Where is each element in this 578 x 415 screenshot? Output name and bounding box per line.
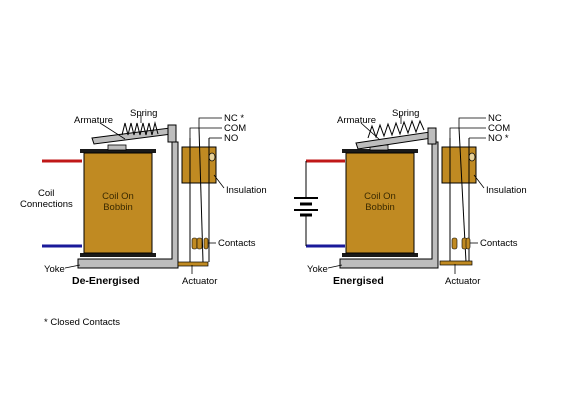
bobbin-bottom-plate <box>80 253 156 257</box>
label-nc: NC * <box>224 113 244 124</box>
leader-nc <box>458 117 486 128</box>
coil-on-bobbin <box>345 152 415 254</box>
bobbin-top-plate <box>342 149 418 153</box>
contact-point-nc <box>191 237 198 250</box>
leader-yoke <box>64 264 81 269</box>
armature <box>91 127 173 145</box>
label-nc: NC <box>488 113 502 124</box>
contact-point-no <box>203 237 209 250</box>
label-armature: Armature <box>74 115 113 126</box>
coil-label-line1: Coil On <box>102 191 134 202</box>
spring <box>121 121 159 136</box>
label-insulation: Insulation <box>226 185 267 196</box>
bobbin-bottom-plate <box>342 253 418 257</box>
label-no: NO <box>224 133 238 144</box>
coil-label-line2: Bobbin <box>103 202 133 213</box>
label-no: NO * <box>488 133 509 144</box>
insulation-block <box>181 146 217 184</box>
label-coil-connections-line2: Connections <box>20 199 73 210</box>
leader-armature <box>360 122 381 141</box>
coil-on-bobbin <box>83 152 153 254</box>
leader-com <box>189 127 222 138</box>
coil-label-line2: Bobbin <box>365 202 395 213</box>
label-spring: Spring <box>392 108 419 119</box>
label-yoke: Yoke <box>307 264 328 275</box>
label-contacts: Contacts <box>480 238 518 249</box>
label-actuator: Actuator <box>445 276 480 287</box>
caption-energised: Energised <box>333 275 384 287</box>
label-com: COM <box>488 123 510 134</box>
leader-nc <box>198 117 222 128</box>
caption-de-energised: De-Energised <box>72 275 140 287</box>
label-actuator: Actuator <box>182 276 217 287</box>
actuator <box>439 260 473 266</box>
actuator <box>177 261 209 267</box>
armature-hinge <box>427 127 437 145</box>
label-com: COM <box>224 123 246 134</box>
armature <box>355 131 433 150</box>
leader-armature <box>99 122 126 140</box>
label-insulation: Insulation <box>486 185 527 196</box>
label-spring: Spring <box>130 108 157 119</box>
leader-insulation <box>473 174 485 189</box>
leader-insulation <box>213 174 225 189</box>
relay-energised: Coil On Bobbin Armature Spri <box>294 108 527 287</box>
bobbin-top-plate <box>80 149 156 153</box>
contact-point-no <box>465 237 471 250</box>
armature-hinge <box>167 124 177 143</box>
contact-spring-com <box>198 127 204 263</box>
yoke <box>77 141 179 269</box>
footnote-closed-contacts: * Closed Contacts <box>44 317 120 328</box>
leader-com <box>449 127 486 138</box>
yoke <box>339 141 439 269</box>
insulation-screw <box>208 152 216 162</box>
core-pole <box>107 144 127 151</box>
label-contacts: Contacts <box>218 238 256 249</box>
label-armature: Armature <box>337 115 376 126</box>
contact-point-com <box>196 237 203 250</box>
relay-de-energised: Coil On Bobbin Armature Spri <box>20 108 267 287</box>
leader-yoke <box>327 264 343 269</box>
label-yoke: Yoke <box>44 264 65 275</box>
insulation-screw <box>468 152 476 162</box>
contact-point-nc <box>451 237 458 250</box>
coil-label-line1: Coil On <box>364 191 396 202</box>
label-coil-connections-line1: Coil <box>38 188 54 199</box>
insulation-block <box>441 146 477 184</box>
spring <box>367 119 425 139</box>
